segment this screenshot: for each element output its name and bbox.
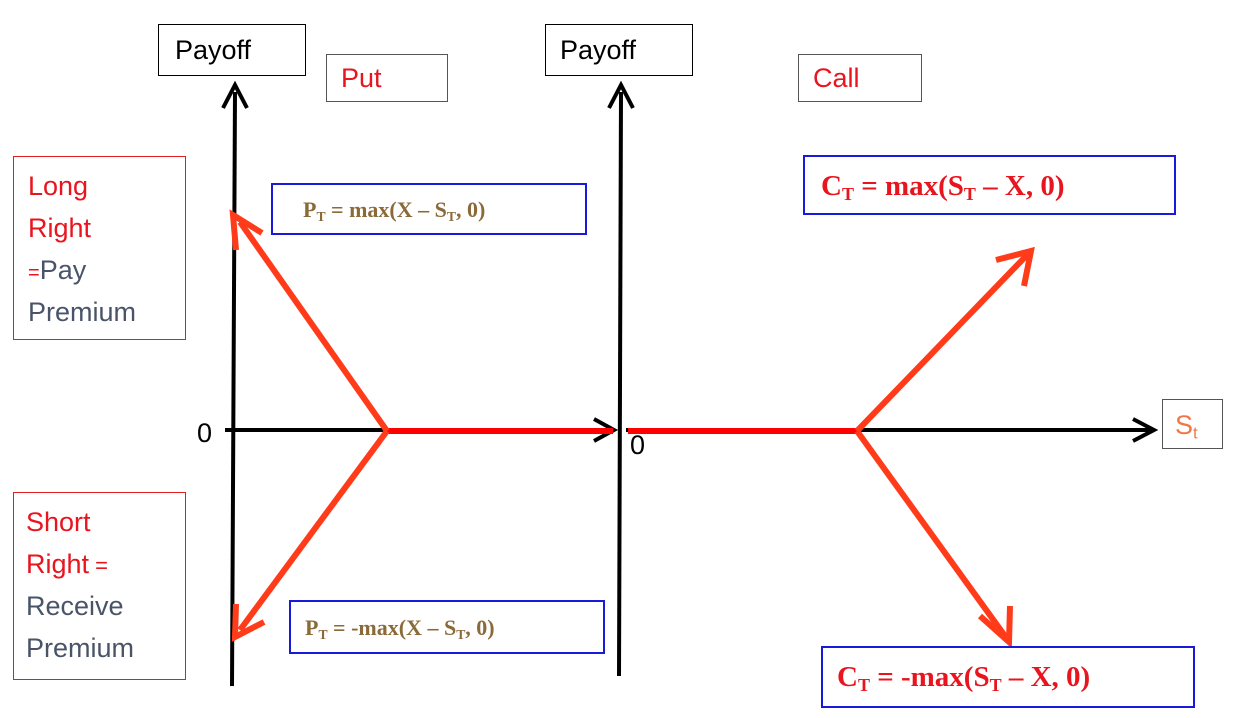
- short-line2: Right =: [26, 549, 108, 581]
- put-short-p-sub: T: [318, 626, 328, 642]
- call-short-payoff-line: [854, 429, 1008, 638]
- long-line3: =Pay: [28, 255, 86, 288]
- put-long-arrowhead: [229, 209, 264, 251]
- put-short-s-sub: T: [456, 626, 466, 642]
- long-line4: Premium: [28, 297, 137, 327]
- call-title: Call: [813, 63, 860, 93]
- put-long-formula: PT = max(X – ST, 0): [303, 197, 485, 225]
- put-y-axis-arrowhead: [221, 80, 249, 109]
- call-payoff-axis-label: Payoff: [545, 24, 693, 76]
- call-short-body: = -max(S: [869, 661, 990, 693]
- long-line1: Long: [28, 171, 89, 201]
- x-axis-label-s: S: [1175, 410, 1194, 440]
- put-short-body: = -max(X – S: [327, 615, 457, 640]
- call-short-suffix: – X, 0): [1001, 661, 1091, 693]
- call-long-c: C: [821, 170, 842, 202]
- call-long-s-sub: T: [963, 184, 976, 205]
- call-short-c-sub: T: [857, 675, 870, 696]
- put-long-p: P: [303, 197, 317, 222]
- x-axis-label-sub: t: [1193, 423, 1198, 443]
- x-axis-label: St: [1175, 410, 1198, 449]
- put-title: Put: [341, 63, 382, 93]
- short-right: Right: [26, 549, 90, 579]
- long-line2: Right: [28, 213, 92, 243]
- call-y-axis-arrowhead: [607, 80, 635, 109]
- put-short-formula: PT = -max(X – ST, 0): [305, 615, 495, 643]
- short-line4: Premium: [26, 633, 135, 663]
- put-long-payoff-line: [237, 220, 390, 433]
- put-long-suffix: , 0): [455, 197, 486, 222]
- call-long-arrowhead: [995, 246, 1035, 287]
- put-long-body: = max(X – S: [325, 197, 447, 222]
- call-long-formula: CT = max(ST – X, 0): [821, 170, 1065, 205]
- call-payoff-label-text: Payoff: [560, 35, 637, 65]
- call-short-s-sub: T: [989, 675, 1002, 696]
- long-pay: Pay: [39, 255, 87, 285]
- call-long-body: = max(S: [853, 170, 964, 202]
- call-y-axis: [617, 91, 623, 677]
- call-long-formula-box: CT = max(ST – X, 0): [803, 155, 1176, 215]
- call-origin-zero: 0: [630, 430, 646, 460]
- put-payoff-axis-label: Payoff: [158, 24, 306, 76]
- long-right-box: Long Right =Pay Premium: [13, 156, 186, 340]
- call-long-c-sub: T: [841, 184, 854, 205]
- long-eq: =: [28, 262, 40, 284]
- call-short-c: C: [837, 661, 858, 693]
- call-short-formula-box: CT = -max(ST – X, 0): [821, 646, 1195, 708]
- call-short-arrowhead: [977, 605, 1013, 649]
- put-payoff-label-text: Payoff: [175, 35, 252, 65]
- put-short-payoff-line: [237, 429, 390, 632]
- call-short-formula: CT = -max(ST – X, 0): [837, 661, 1090, 696]
- put-x-axis-arrowhead: [593, 417, 619, 443]
- short-line1: Short: [26, 507, 91, 537]
- call-long-payoff-line: [854, 252, 1030, 434]
- x-axis-label-box: St: [1162, 399, 1223, 449]
- call-long-suffix: – X, 0): [975, 170, 1065, 202]
- put-origin-zero: 0: [197, 418, 213, 448]
- short-line3: Receive: [26, 591, 124, 621]
- put-title-box: Put: [326, 54, 448, 102]
- put-long-p-sub: T: [316, 208, 326, 224]
- put-short-p: P: [305, 615, 319, 640]
- put-short-suffix: , 0): [465, 615, 495, 640]
- put-y-axis: [230, 91, 237, 687]
- put-long-formula-box: PT = max(X – ST, 0): [271, 183, 587, 235]
- short-right-box: Short Right = Receive Premium: [13, 492, 186, 680]
- call-x-axis-arrowhead: [1132, 417, 1159, 443]
- put-long-s-sub: T: [446, 208, 456, 224]
- call-title-box: Call: [798, 54, 922, 102]
- put-short-arrowhead: [231, 603, 266, 643]
- put-short-formula-box: PT = -max(X – ST, 0): [289, 600, 605, 654]
- short-eq: =: [89, 553, 108, 578]
